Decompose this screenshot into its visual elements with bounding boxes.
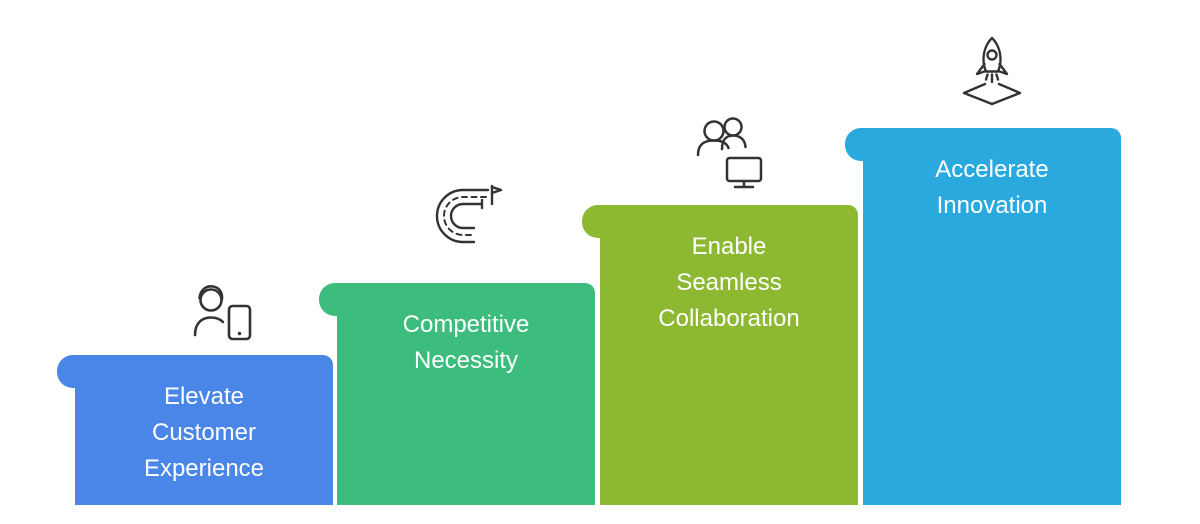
roadmap-track-icon [426, 180, 506, 252]
team-collaboration-monitor-icon [691, 114, 767, 192]
support-agent-tablet-icon [186, 279, 258, 347]
step-label: Enable Seamless Collaboration [658, 233, 800, 332]
step-bar: Elevate Customer Experience [75, 355, 333, 505]
step-bar: Competitive Necessity [337, 283, 595, 505]
step-competitive-necessity: Competitive Necessity [319, 184, 595, 505]
step-accelerate-innovation: Accelerate Innovation [845, 36, 1121, 505]
step-bar: Accelerate Innovation [863, 128, 1121, 505]
step-enable-seamless-collaboration: Enable Seamless Collaboration [582, 117, 858, 505]
step-label: Competitive Necessity [402, 311, 530, 374]
step-bar: Enable Seamless Collaboration [600, 205, 858, 505]
step-elevate-customer-experience: Elevate Customer Experience [57, 285, 333, 505]
step-label: Accelerate Innovation [935, 156, 1049, 219]
step-label: Elevate Customer Experience [143, 383, 265, 482]
rocket-launch-icon [954, 33, 1030, 109]
